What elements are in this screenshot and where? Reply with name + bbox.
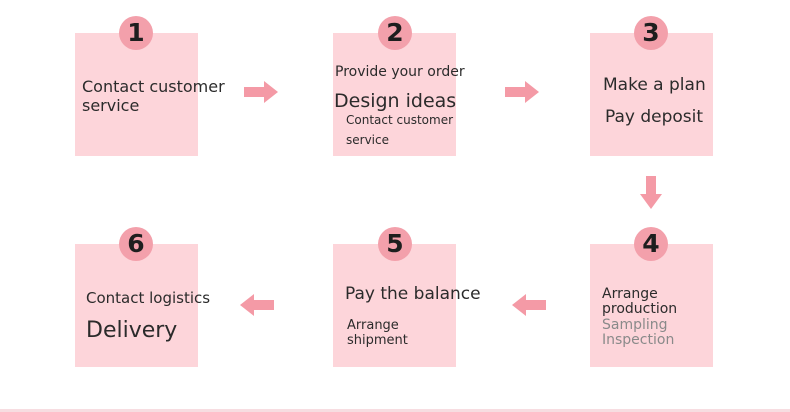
step-2-box (333, 33, 456, 156)
step-5-box (333, 244, 456, 367)
step-6-box (75, 244, 198, 367)
bottom-divider (0, 409, 790, 412)
step-2-line-4: service (346, 133, 389, 147)
step-5-line-3: shipment (347, 333, 408, 348)
step-4-box (590, 244, 713, 367)
step-1-line-1: Contact customer (82, 77, 225, 96)
arrow-left-icon (512, 294, 546, 316)
arrow-right-icon (244, 81, 278, 103)
arrow-left-icon (240, 294, 274, 316)
step-4-line-2: production (602, 301, 678, 317)
step-1-number-badge: 1 (119, 16, 153, 50)
arrow-right-icon (505, 81, 539, 103)
step-6-line-2: Delivery (86, 318, 178, 343)
step-4-line-1: Arrange (602, 286, 658, 302)
step-5-number-badge: 5 (378, 227, 412, 261)
step-6-line-1: Contact logistics (86, 289, 211, 307)
step-3-line-1: Make a plan (603, 75, 706, 95)
step-2-number-badge: 2 (378, 16, 412, 50)
step-3-number-badge: 3 (634, 16, 668, 50)
step-3-box (590, 33, 713, 156)
step-2-line-1: Provide your order (335, 64, 465, 80)
step-5-line-2: Arrange (347, 318, 399, 333)
step-1-line-2: service (82, 96, 140, 115)
arrow-down-icon (640, 176, 662, 209)
step-4-number-badge: 4 (634, 227, 668, 261)
step-5-line-1: Pay the balance (345, 284, 481, 304)
step-3-line-2: Pay deposit (605, 107, 704, 127)
step-1-box (75, 33, 198, 156)
step-4-line-3: Sampling (602, 317, 668, 333)
step-2-line-3: Contact customer (346, 113, 454, 127)
step-6-number-badge: 6 (119, 227, 153, 261)
step-4-line-4: Inspection (602, 332, 675, 348)
step-2-line-2: Design ideas (334, 90, 457, 112)
